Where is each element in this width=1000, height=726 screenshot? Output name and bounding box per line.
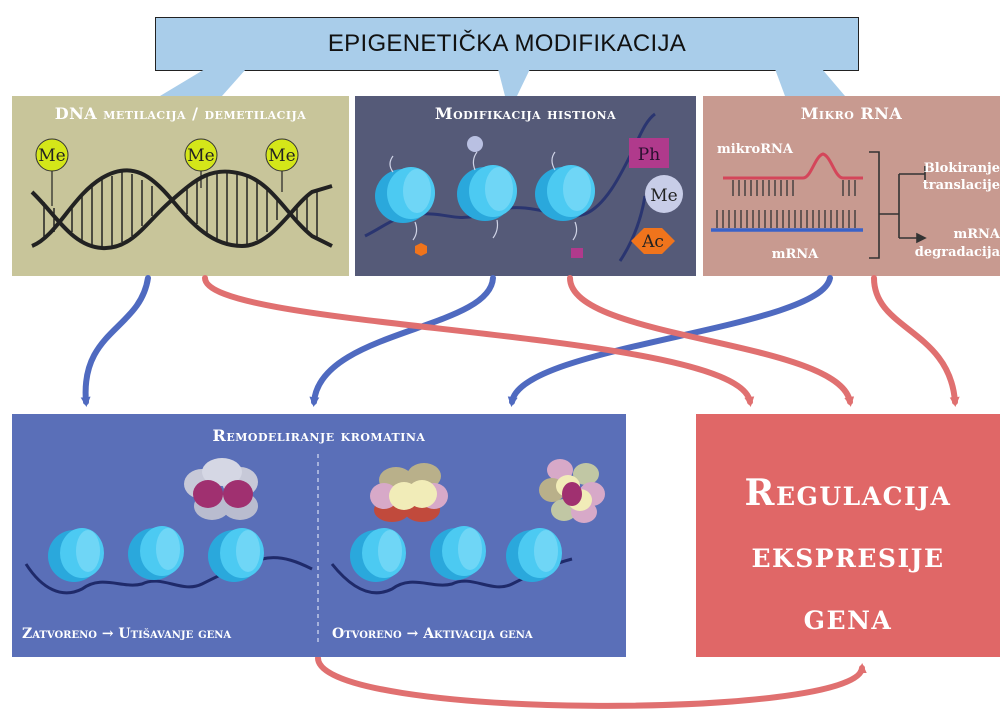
arrow-histone-to-regulation <box>567 275 855 407</box>
histone-mark-circle <box>467 136 483 152</box>
panel-remodel-title: Remodeliranje kromatina <box>212 426 426 445</box>
outcome-degradation-line2: degradacija <box>915 245 1000 260</box>
connector-mirna <box>775 69 845 96</box>
panel-histone-modification: Modifikacija histiona Ph <box>355 96 696 276</box>
closed-nucleosome-1 <box>48 528 104 582</box>
panel-dna-title: DNA metilacija / demetilacija <box>54 104 307 123</box>
arrow-mirna-to-remodel <box>507 275 833 407</box>
arrow-mirna-to-regulation <box>871 275 960 407</box>
regulation-line-3: gena <box>803 596 893 638</box>
me-label-histone: Me <box>650 186 677 206</box>
regulation-line-2: ekspresije <box>751 534 945 576</box>
regulation-text: Regulacija ekspresije gena <box>696 462 1000 648</box>
arrow-histone-to-remodel <box>309 275 496 407</box>
connector-histone <box>498 69 530 96</box>
mirna-illustration: mikroRNA mRNA <box>711 142 1000 262</box>
outcome-blocking-line1: Blokiranje <box>924 161 1000 176</box>
arrow-dna-to-regulation <box>202 275 755 407</box>
ph-box <box>629 138 669 168</box>
mrna-label: mRNA <box>772 247 819 262</box>
nucleosome-h2 <box>457 165 517 221</box>
title-connectors <box>160 69 845 96</box>
panel-mirna-title: Mikro RNA <box>800 104 903 123</box>
me-circle <box>645 175 683 213</box>
closed-nucleosome-2 <box>128 526 184 580</box>
open-nucleosome-3 <box>506 528 562 582</box>
panel-gene-expression-regulation: Regulacija ekspresije gena <box>696 414 1000 657</box>
remodel-illustration <box>24 454 605 644</box>
closed-nucleosome-3 <box>208 528 264 582</box>
ph-label: Ph <box>638 145 660 165</box>
mirna-bracket <box>869 151 927 259</box>
nucleosome-h3 <box>535 165 595 221</box>
histone-mark-hexagon <box>415 243 427 256</box>
arrow-dna-to-remodel <box>80 275 151 407</box>
panel-micro-rna: Mikro RNA mikroRNA mRNA <box>703 96 1000 276</box>
closed-caption: Zatvoreno → Utišavanje gena <box>22 626 232 642</box>
panel-histone-title: Modifikacija histiona <box>434 104 617 123</box>
regulation-line-1: Regulacija <box>744 472 952 514</box>
arrow-remodel-to-regulation <box>315 655 867 709</box>
me-label-1: Me <box>38 146 65 166</box>
ac-hexagon <box>631 228 675 254</box>
open-caption: Otvoreno → Aktivacija gena <box>332 626 533 642</box>
panel-dna-methylation: DNA metilacija / demetilacija <box>12 96 349 276</box>
nucleosome-h1 <box>375 167 435 223</box>
me-mark-2 <box>184 138 218 188</box>
ac-label: Ac <box>641 232 664 252</box>
dna-helix-illustration: Me Me Me <box>30 138 333 251</box>
outcome-blocking-line2: translacije <box>923 178 1000 193</box>
me-mark-3 <box>265 138 299 192</box>
mirna-label: mikroRNA <box>717 142 794 157</box>
panel-chromatin-remodeling: Remodeliranje kromatina <box>12 414 626 657</box>
outcome-degradation-line1: mRNA <box>953 227 1000 242</box>
me-mark-1 <box>35 138 69 206</box>
open-nucleosome-2 <box>430 526 486 580</box>
histone-illustration: Ph Me Ac <box>364 112 683 262</box>
connector-dna <box>160 69 246 96</box>
me-label-3: Me <box>268 146 295 166</box>
histone-mark-square <box>571 248 583 258</box>
me-label-2: Me <box>187 146 214 166</box>
open-remodeler-complex-2 <box>539 459 605 523</box>
closed-remodeler-complex <box>184 458 258 520</box>
diagram-title: EPIGENETIČKA MODIFIKACIJA <box>155 17 859 71</box>
open-remodeler-complex-1 <box>370 463 448 522</box>
open-nucleosome-1 <box>350 528 406 582</box>
